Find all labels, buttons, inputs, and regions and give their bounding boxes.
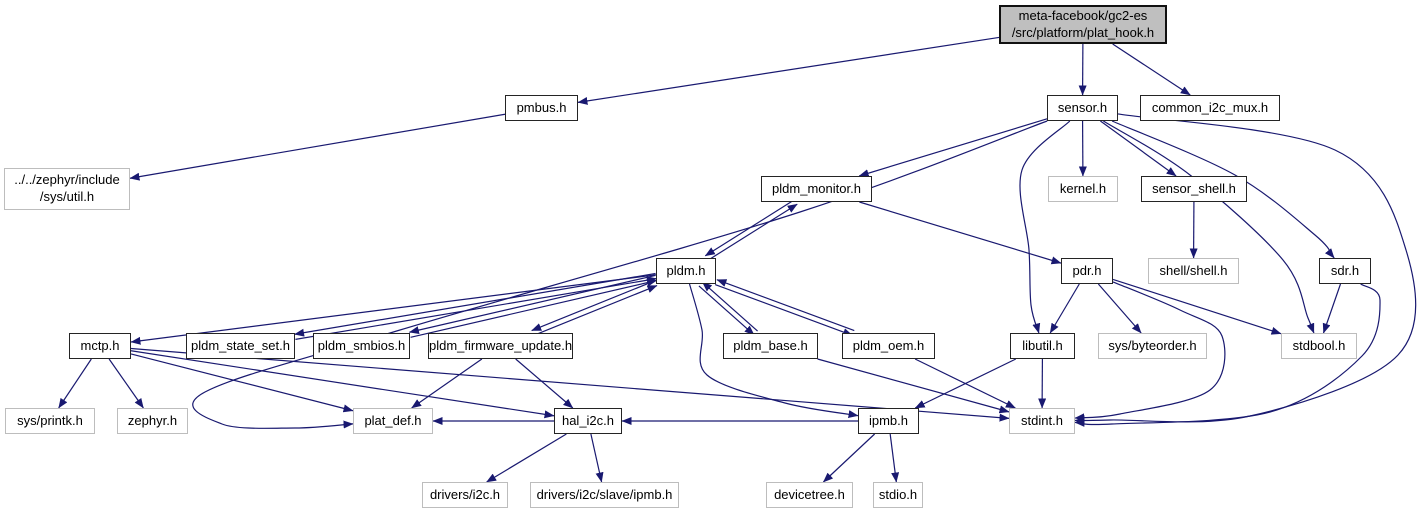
node-pldm-firmware-update[interactable]: pldm_firmware_update.h (428, 333, 573, 359)
edge-pldm-smbios-to-pldm (410, 278, 658, 338)
edge-pdr-to-libutil (1049, 283, 1080, 334)
node-pmbus[interactable]: pmbus.h (505, 95, 578, 121)
edge-pldm-to-pldm-monitor (707, 203, 798, 261)
edge-pldm-to-pldm-base (698, 285, 755, 336)
node-devicetree: devicetree.h (766, 482, 853, 508)
node-pldm-oem[interactable]: pldm_oem.h (842, 333, 935, 359)
node-zephyr: zephyr.h (117, 408, 188, 434)
edge-sensor-to-stdbool (1103, 120, 1315, 334)
node-sensor-shell[interactable]: sensor_shell.h (1141, 176, 1247, 202)
node-common-i2c-mux[interactable]: common_i2c_mux.h (1140, 95, 1280, 121)
edge-hal-i2c-to-drivers-i2c (486, 433, 567, 483)
node-drivers-i2c: drivers/i2c.h (422, 482, 508, 508)
node-sys-byteorder: sys/byteorder.h (1098, 333, 1207, 359)
edge-sensor-to-plat-def (192, 120, 1048, 429)
node-mctp[interactable]: mctp.h (69, 333, 131, 359)
edge-sensor-to-sdr (1111, 120, 1335, 259)
edge-plat-hook-to-pmbus (577, 36, 1000, 105)
edge-pldm-firmware-update-to-pldm (533, 284, 658, 336)
edge-pdr-to-stdbool (1112, 278, 1282, 335)
edge-pldm-firmware-update-to-plat-def (411, 358, 483, 409)
edge-pdr-to-stdint (1074, 281, 1226, 422)
edge-mctp-to-stdint (130, 347, 1010, 422)
node-drivers-i2c-slave-ipmb: drivers/i2c/slave/ipmb.h (530, 482, 679, 508)
node-shell-shell: shell/shell.h (1148, 258, 1239, 284)
node-pldm-monitor[interactable]: pldm_monitor.h (761, 176, 872, 202)
node-stdio: stdio.h (873, 482, 923, 508)
node-sys-printk: sys/printk.h (5, 408, 95, 434)
edge-pldm-to-pldm-state-set (294, 272, 656, 337)
edge-sdr-to-stdbool (1322, 283, 1342, 334)
edge-pldm-to-pldm-firmware-update (531, 280, 656, 332)
edge-pldm-to-pldm-oem (714, 283, 853, 337)
edge-pldm-to-ipmb (688, 283, 859, 419)
edge-libutil-to-ipmb (914, 358, 1017, 409)
edge-hal-i2c-to-drivers-i2c-slave-ipmb (590, 433, 604, 483)
edge-pldm-monitor-to-pldm (704, 199, 795, 257)
node-pldm-smbios[interactable]: pldm_smbios.h (313, 333, 410, 359)
edge-pldm-to-pldm-smbios (408, 274, 656, 335)
edge-pldm-base-to-pldm (701, 281, 758, 332)
edge-ipmb-to-devicetree (822, 433, 876, 483)
node-plat-hook: meta-facebook/gc2-es /src/platform/plat_… (999, 5, 1167, 44)
node-stdbool: stdbool.h (1281, 333, 1357, 359)
node-libutil[interactable]: libutil.h (1010, 333, 1075, 359)
node-ipmb[interactable]: ipmb.h (858, 408, 919, 434)
edge-sensor-to-libutil (1019, 120, 1071, 334)
edge-pldm-monitor-to-pdr (859, 201, 1062, 265)
edge-ipmb-to-stdio (889, 433, 900, 483)
node-plat-def: plat_def.h (353, 408, 433, 434)
edge-plat-hook-to-common-i2c-mux (1112, 43, 1191, 96)
edge-mctp-to-zephyr (108, 358, 144, 409)
node-sdr[interactable]: sdr.h (1319, 258, 1371, 284)
edge-sensor-to-stdint (1074, 113, 1417, 425)
edge-pldm-oem-to-pldm (716, 279, 855, 332)
node-hal-i2c[interactable]: hal_i2c.h (554, 408, 622, 434)
edge-mctp-to-plat-def (130, 353, 354, 413)
node-stdint: stdint.h (1009, 408, 1075, 434)
edge-pdr-to-sys-byteorder (1097, 283, 1142, 334)
edge-sensor-to-sensor-shell (1100, 120, 1177, 177)
edge-mctp-to-sys-printk (58, 358, 92, 409)
node-pldm-state-set[interactable]: pldm_state_set.h (186, 333, 295, 359)
node-sensor[interactable]: sensor.h (1047, 95, 1118, 121)
edge-mctp-to-hal-i2c (130, 350, 555, 419)
edge-sdr-to-stdint (1074, 283, 1381, 427)
edge-pldm-to-mctp (130, 274, 657, 345)
node-zephyr-util: ../../zephyr/include /sys/util.h (4, 168, 130, 210)
edge-sensor-to-pldm-monitor (858, 118, 1048, 178)
node-pdr[interactable]: pdr.h (1061, 258, 1113, 284)
node-pldm[interactable]: pldm.h (656, 258, 716, 284)
edge-pmbus-to-zephyr-util (129, 113, 506, 181)
node-pldm-base[interactable]: pldm_base.h (723, 333, 818, 359)
edge-pldm-firmware-update-to-hal-i2c (515, 358, 574, 409)
node-kernel: kernel.h (1048, 176, 1118, 202)
edge-pldm-base-to-stdint (817, 358, 1010, 414)
